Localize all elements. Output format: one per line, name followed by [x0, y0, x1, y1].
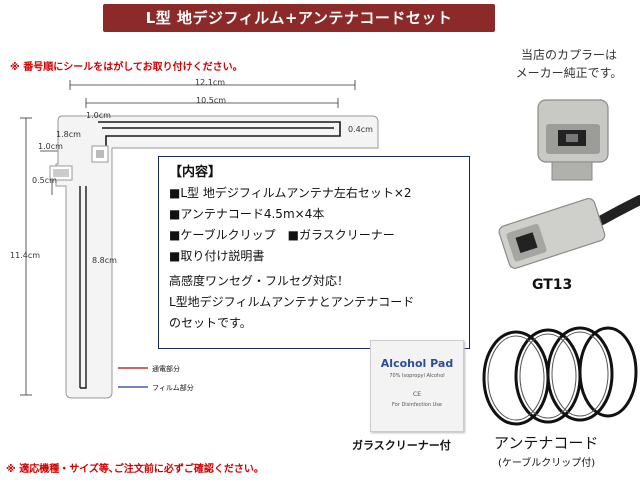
dim-label: 1.8cm — [56, 130, 81, 139]
contents-item: ■L型 地デジフィルムアンテナ左右セット×2 — [169, 186, 412, 200]
contents-desc: L型地デジフィルムアンテナとアンテナコード — [169, 295, 415, 309]
antenna-diagram — [20, 80, 379, 399]
alcohol-pad-title: Alcohol Pad — [380, 357, 454, 370]
contents-item: ■ケーブルクリップ ■ガラスクリーナー — [169, 228, 395, 242]
cleaner-caption: ガラスクリーナー付 — [352, 439, 451, 452]
bottom-note: ※ 適応機種・サイズ等､ご注文前に必ずご確認ください。 — [6, 464, 264, 475]
dim-label: 10.5cm — [196, 96, 227, 105]
antenna-cord-image — [482, 326, 638, 426]
top-note: ※ 番号順にシールをはがしてお取り付けください。 — [10, 62, 243, 73]
film-outline — [55, 115, 379, 399]
connector-label: GT13 — [532, 277, 573, 293]
page-title: L型 地デジフィルム+アンテナコードセット — [103, 4, 495, 32]
coupler-note-line: メーカー純正です。 — [515, 66, 623, 80]
contents-box: 【内容】 ■L型 地デジフィルムアンテナ左右セット×2 ■アンテナコード4.5m… — [158, 156, 470, 349]
alcohol-pad-sub: 70% Isopropyl Alcohol — [389, 373, 445, 379]
connector-image — [498, 99, 640, 269]
legend-conduct: 通電部分 — [152, 365, 180, 373]
alcohol-pad-mark: CE — [413, 391, 421, 398]
dim-label: 12.1cm — [195, 78, 226, 87]
dim-label: 1.0cm — [38, 142, 63, 151]
legend-film: フィルム部分 — [152, 384, 194, 392]
contents-desc: のセットです。 — [169, 316, 252, 330]
contents-heading: 【内容】 — [169, 165, 222, 180]
dim-label: 1.0cm — [86, 111, 111, 120]
contents-item: ■アンテナコード4.5m×4本 — [169, 207, 325, 221]
cord-caption: アンテナコード — [494, 434, 599, 452]
contents-desc: 高感度ワンセグ・フルセグ対応！ — [169, 274, 350, 288]
alcohol-pad: Alcohol Pad 70% Isopropyl Alcohol CE For… — [370, 340, 464, 432]
contents-item: ■取り付け説明書 — [169, 249, 265, 263]
coupler-note: 当店のカプラーは メーカー純正です。 — [502, 46, 636, 82]
alcohol-pad-foot: For Disinfection Use — [392, 402, 442, 408]
dim-label: 0.5cm — [32, 176, 57, 185]
dim-label: 8.8cm — [92, 256, 117, 265]
cord-sub-caption: (ケーブルクリップ付) — [498, 458, 596, 469]
coupler-note-line: 当店のカプラーは — [520, 48, 617, 62]
dim-label: 11.4cm — [10, 251, 41, 260]
dim-label: 0.4cm — [348, 125, 373, 134]
